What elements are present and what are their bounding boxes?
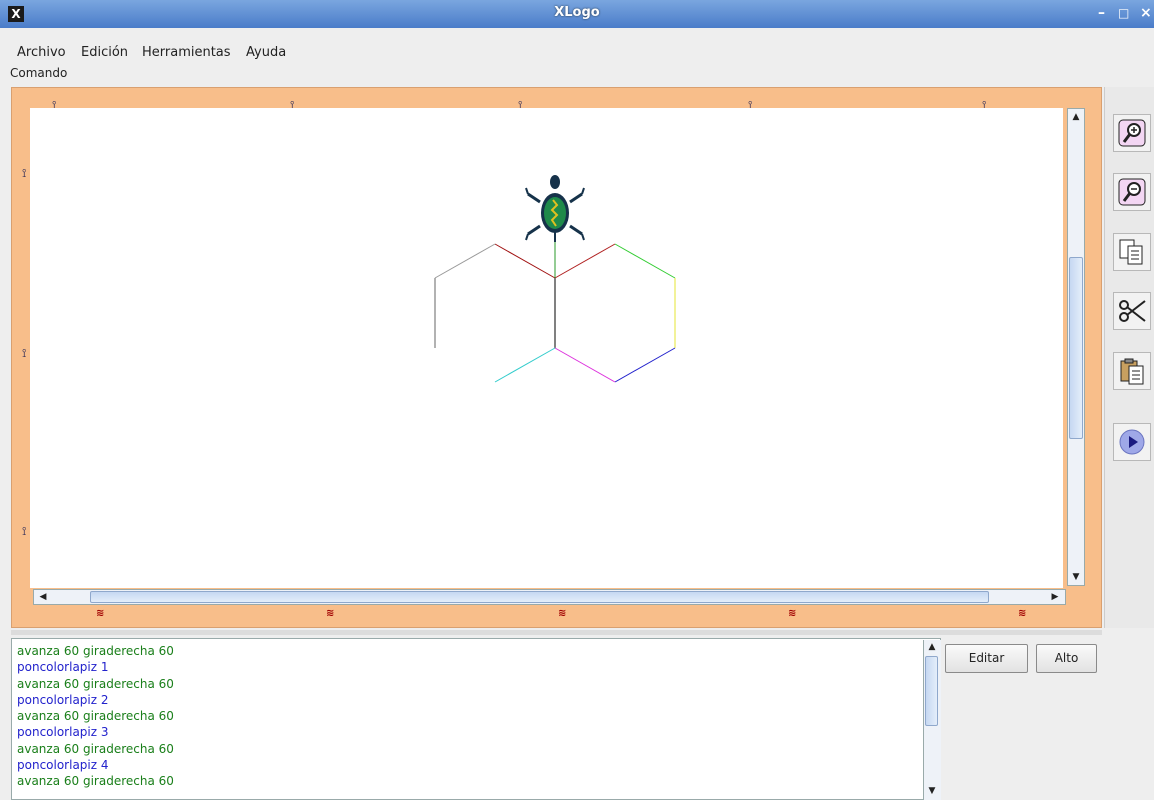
horizontal-scroll-thumb[interactable]: [90, 591, 989, 603]
history-line: avanza 60 giraderecha 60: [17, 676, 174, 691]
turtle-decoration-icon: ⟟: [52, 98, 57, 112]
drawn-line-cyan: [494, 347, 556, 383]
bug-decoration-icon: ≋: [788, 608, 797, 619]
turtle-icon: [525, 175, 585, 242]
turtle-decoration-icon: ⟟: [22, 346, 27, 360]
history-line: poncolorlapiz 3: [17, 725, 109, 740]
turtle-drawing: [434, 175, 676, 383]
command-history[interactable]: avanza 60 giraderecha 60 poncolorlapiz 1…: [11, 638, 941, 800]
zoom-out-icon: [1118, 178, 1146, 206]
paste-button[interactable]: [1113, 352, 1151, 390]
turtle-decoration-icon: ⟟: [290, 98, 295, 112]
bug-decoration-icon: ≋: [96, 608, 105, 619]
scroll-up-icon[interactable]: ▲: [928, 642, 936, 652]
vertical-scroll-thumb[interactable]: [1069, 257, 1083, 439]
drawn-line-red: [494, 243, 556, 279]
bug-decoration-icon: ≋: [558, 608, 567, 619]
bug-decoration-icon: ≋: [1018, 608, 1027, 619]
paste-icon: [1120, 358, 1144, 385]
canvas-horizontal-scrollbar[interactable]: ◀ ▶: [33, 589, 1066, 605]
turtle-decoration-icon: ⟟: [22, 166, 27, 180]
cut-button[interactable]: [1113, 292, 1151, 330]
menu-herramientas[interactable]: Herramientas: [142, 45, 231, 60]
history-line: avanza 60 giraderecha 60: [17, 709, 174, 724]
zoom-in-button[interactable]: [1113, 114, 1151, 152]
turtle-decoration-icon: ⟟: [748, 98, 753, 112]
drawing-canvas[interactable]: [30, 108, 1063, 588]
window-title: XLogo: [554, 5, 600, 20]
right-toolbar: [1104, 87, 1154, 628]
xlogo-app-icon: X: [8, 6, 24, 22]
history-line: avanza 60 giraderecha 60: [17, 774, 174, 789]
history-scrollbar[interactable]: ▲ ▼: [923, 640, 941, 800]
scroll-right-icon[interactable]: ▶: [1051, 592, 1059, 602]
cut-icon: [1119, 300, 1146, 322]
copy-button[interactable]: [1113, 233, 1151, 271]
scroll-up-icon[interactable]: ▲: [1072, 112, 1080, 122]
run-icon: [1119, 429, 1145, 455]
menu-bar: Archivo Edición Herramientas Ayuda: [0, 41, 1154, 63]
menu-archivo[interactable]: Archivo: [17, 45, 66, 60]
history-line: avanza 60 giraderecha 60: [17, 644, 174, 658]
history-line: avanza 60 giraderecha 60: [17, 741, 174, 756]
history-line: poncolorlapiz 4: [17, 758, 109, 773]
drawn-line-green: [614, 243, 676, 279]
menu-edicion[interactable]: Edición: [81, 45, 129, 60]
run-button[interactable]: [1113, 423, 1151, 461]
maximize-button[interactable]: □: [1118, 6, 1130, 20]
minimize-button[interactable]: –: [1098, 5, 1105, 21]
command-label: Comando: [10, 66, 68, 80]
edit-button[interactable]: Editar: [945, 644, 1028, 673]
stop-button[interactable]: Alto: [1036, 644, 1097, 673]
copy-icon: [1119, 239, 1143, 265]
splitter[interactable]: [11, 630, 1102, 635]
turtle-decoration-icon: ⟟: [518, 98, 523, 112]
scroll-down-icon[interactable]: ▼: [928, 786, 936, 796]
turtle-decoration-icon: ⟟: [22, 524, 27, 538]
title-bar: X XLogo – □ ×: [0, 0, 1154, 28]
drawn-line-red: [554, 243, 616, 279]
zoom-in-icon: [1118, 119, 1146, 147]
zoom-out-button[interactable]: [1113, 173, 1151, 211]
scroll-down-icon[interactable]: ▼: [1072, 572, 1080, 582]
history-line: poncolorlapiz 2: [17, 692, 109, 707]
bug-decoration-icon: ≋: [326, 608, 335, 619]
drawn-line-gray: [434, 243, 496, 279]
turtle-decoration-icon: ⟟: [982, 98, 987, 112]
menu-ayuda[interactable]: Ayuda: [246, 45, 287, 60]
history-scroll-thumb[interactable]: [925, 656, 938, 726]
drawn-line-blue: [614, 347, 676, 383]
scroll-left-icon[interactable]: ◀: [39, 592, 47, 602]
canvas-vertical-scrollbar[interactable]: ▲ ▼: [1067, 108, 1085, 586]
close-button[interactable]: ×: [1140, 5, 1152, 21]
history-line: poncolorlapiz 1: [17, 660, 109, 675]
drawn-line-magenta: [554, 347, 616, 383]
